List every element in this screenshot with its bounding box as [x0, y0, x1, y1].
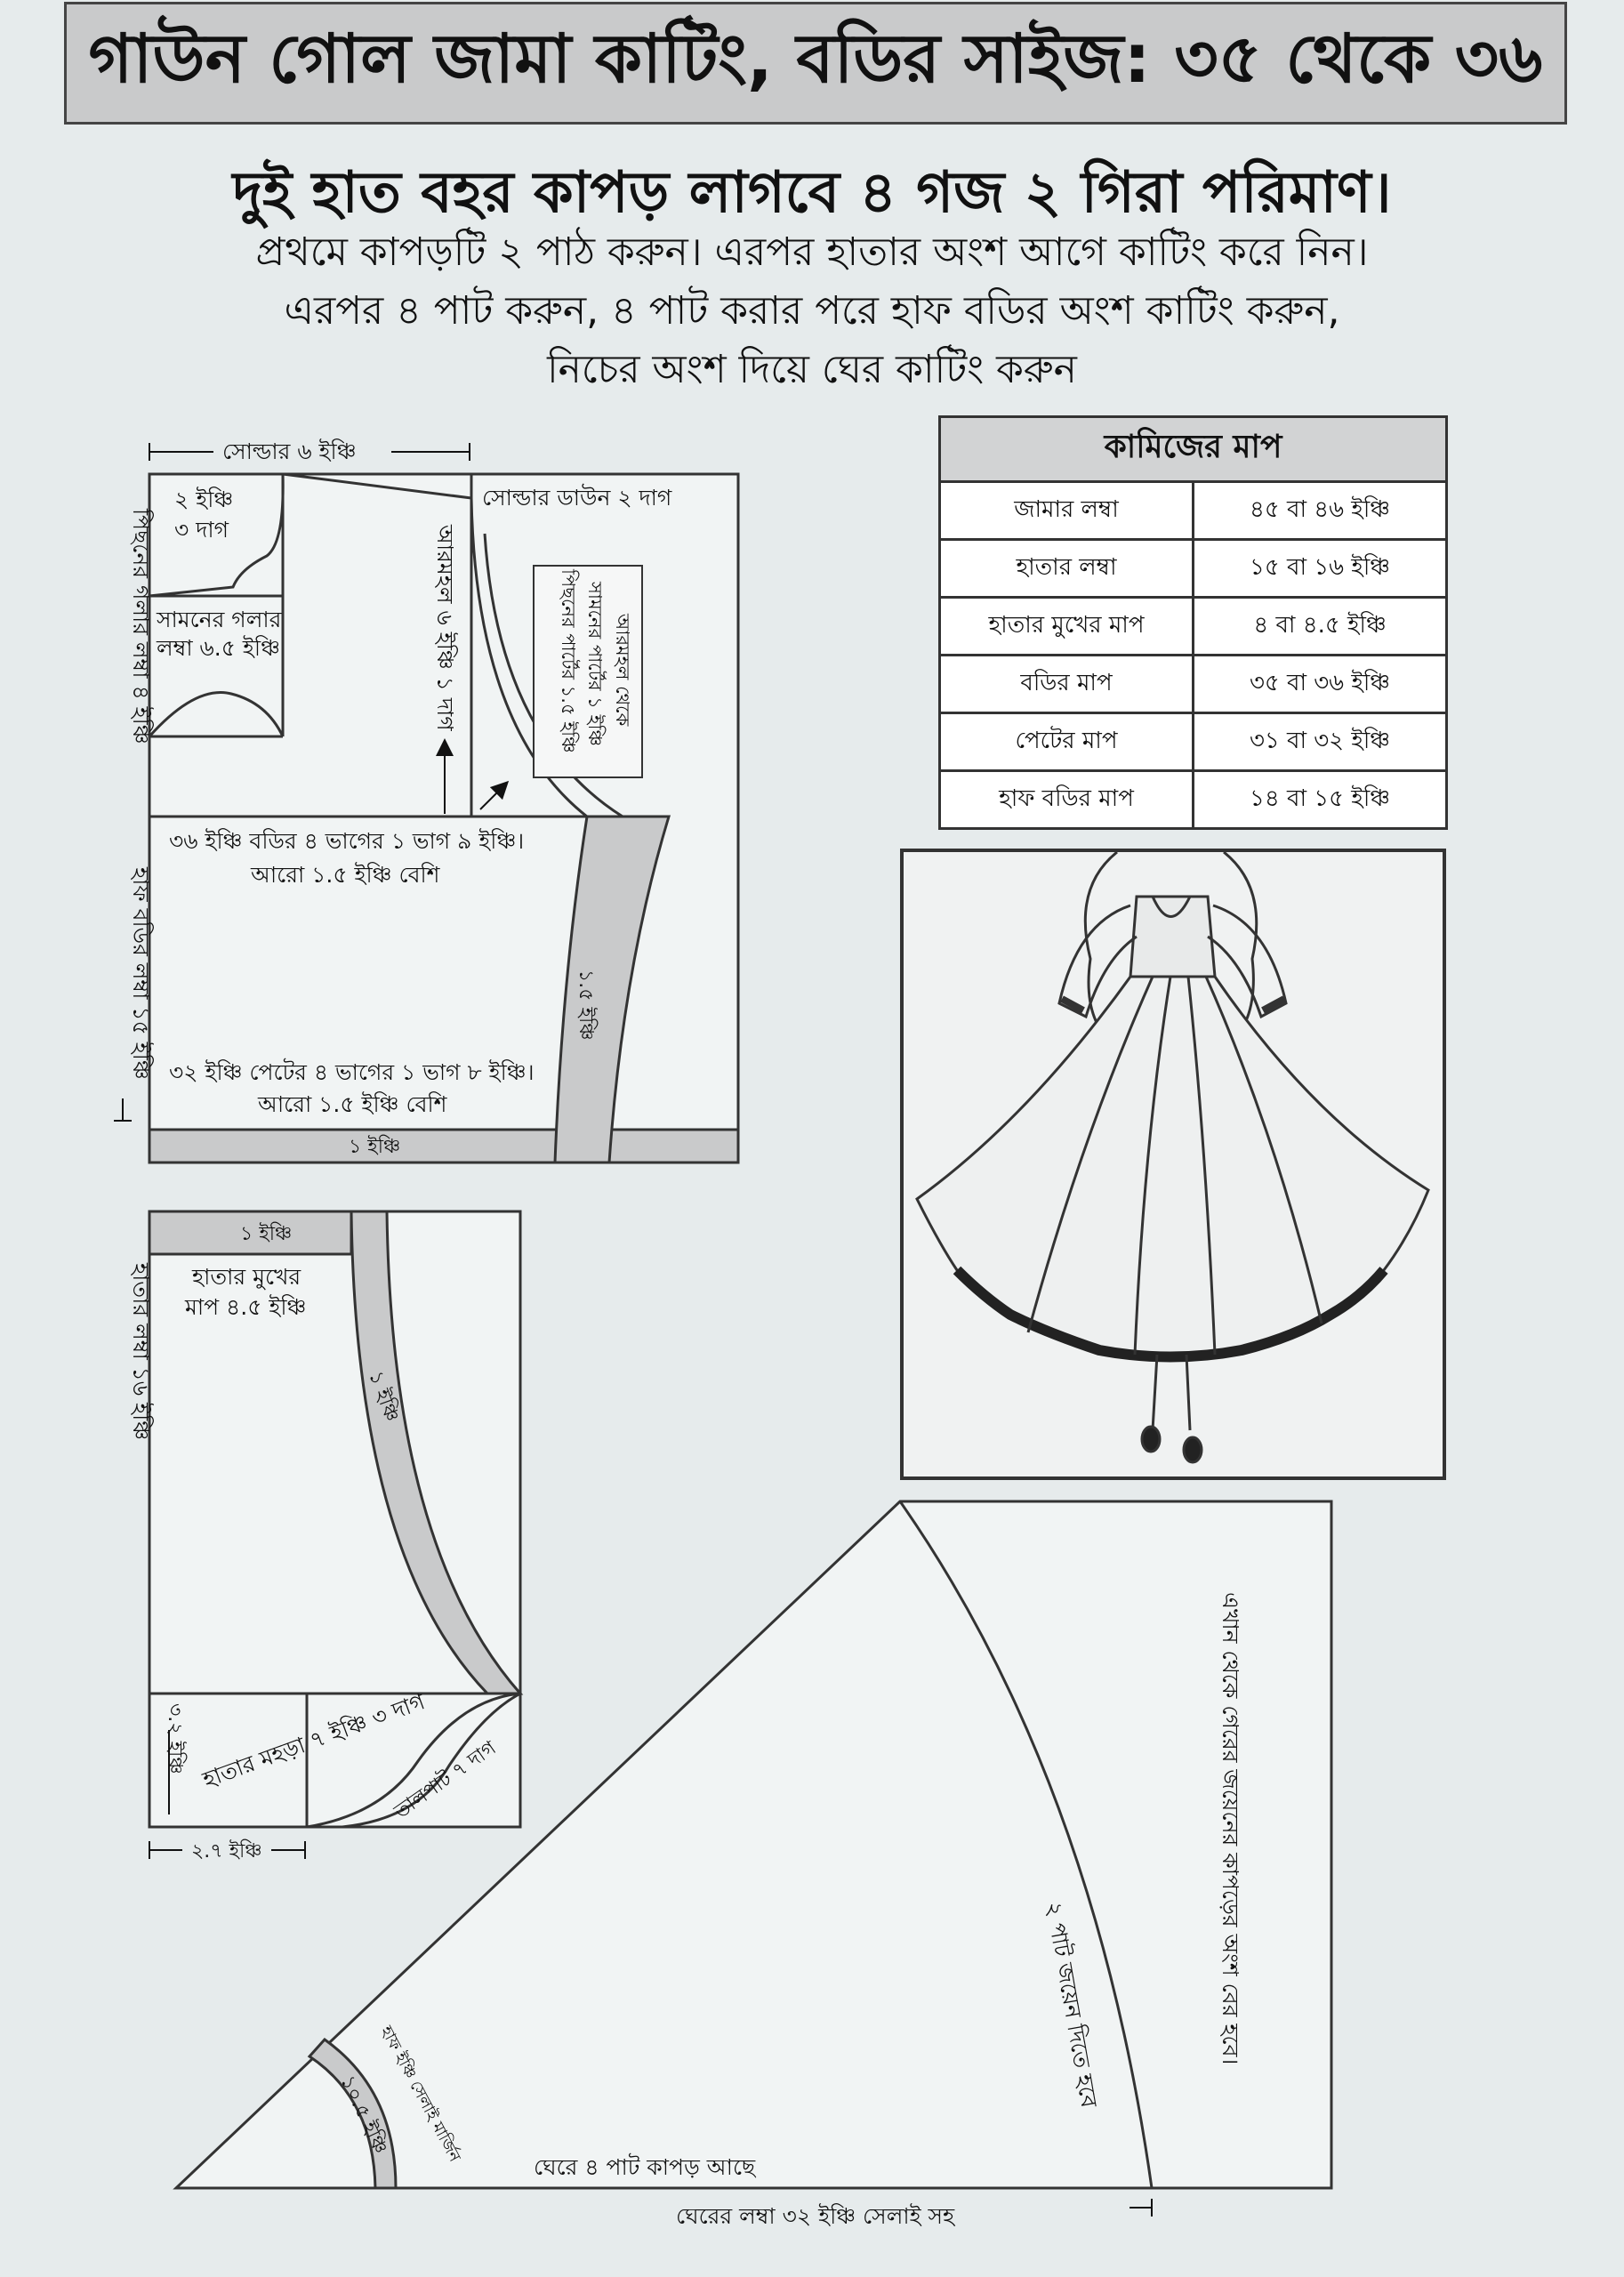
row-value: ১৪ বা ১৫ ইঞ্চি — [1192, 769, 1448, 830]
bodice-bottom-band — [148, 1128, 740, 1164]
gown-sketch — [915, 850, 1430, 1464]
bodice-sketch — [1129, 895, 1217, 978]
table-title: কামিজের মাপ — [938, 415, 1448, 483]
sleeve-sketch-right — [1207, 904, 1288, 1019]
gown-illustration — [900, 849, 1446, 1480]
front-neck-label: সামনের গলার লম্বা ৬.৫ ইঞ্চি — [156, 607, 288, 661]
row-label: হাফ বডির মাপ — [938, 769, 1194, 830]
title-box: গাউন গোল জামা কাটিং, বডির সাইজ: ৩৫ থেকে … — [64, 2, 1567, 125]
instruction-line-3: নিচের অংশ দিয়ে ঘের কাটিং করুন — [547, 347, 1077, 392]
table-header-row: কামিজের মাপ — [938, 415, 1448, 483]
row-label: পেটের মাপ — [938, 712, 1194, 772]
instruction-line-2: এরপর ৪ পাট করুন, ৪ পাট করার পরে হাফ বডির… — [284, 288, 1340, 334]
front-neck-line: সামনের গলার — [156, 607, 283, 632]
neck-depth-line: ৩ দাগ — [174, 517, 229, 543]
waist-label: ৩২ ইঞ্চি পেটের ৪ ভাগের ১ ভাগ ৮ ইঞ্চি। — [169, 1058, 535, 1085]
legs-sketch — [1151, 1354, 1192, 1431]
sleeve-top-allowance-label: ১ ইঞ্চি — [240, 1222, 292, 1245]
row-label: বডির মাপ — [938, 654, 1194, 714]
bodice-pattern — [148, 472, 740, 1164]
chest-label: ৩৬ ইঞ্চি বডির ৪ ভাগের ১ ভাগ ৯ ইঞ্চি। — [169, 828, 524, 854]
armhole-note-box — [533, 565, 643, 778]
row-value: ৪ বা ৪.৫ ইঞ্চি — [1192, 596, 1448, 656]
sleeve-cuff-line: মাপ ৪.৫ ইঞ্চি — [184, 1294, 306, 1320]
instruction-line-1: প্রথমে কাপড়টি ২ পাঠ করুন। এরপর হাতার অং… — [255, 229, 1369, 275]
armhole-note-1: আরমহল থেকে — [612, 613, 633, 727]
bottom-allowance-label: ১ ইঞ্চি — [349, 1135, 400, 1158]
front-neck-curve — [149, 473, 285, 598]
skirt-fold-line — [898, 1501, 1154, 2189]
skirt-length-label: ঘেরের লম্বা ৩২ ইঞ্চি সেলাই সহ — [676, 2203, 956, 2229]
back-neck-curve — [148, 691, 285, 738]
skirt-pattern — [173, 1500, 1333, 2190]
bicep-depth-label: ৩.২ ইঞ্চি — [164, 1703, 187, 1774]
sleeve-cuff-label: হাতার মুখের মাপ ৪.৫ ইঞ্চি — [184, 1264, 308, 1320]
armhole-note-2: সামনের পার্টের ১ ইঞ্চি — [584, 581, 607, 746]
row-value: ৩৫ বা ৩৬ ইঞ্চি — [1192, 654, 1448, 714]
armhole-curve-outer — [470, 497, 588, 818]
skirt-bottom-note: ঘেরে ৪ পাট কাপড় আছে — [534, 2153, 757, 2180]
armhole-curve-inner — [483, 533, 623, 818]
page-title: গাউন গোল জামা কাটিং, বডির সাইজ: ৩৫ থেকে … — [88, 18, 1543, 98]
shoulder-width-label: সোল্ডার ৬ ইঞ্চি — [222, 439, 357, 464]
neck-depth-line: ২ ইঞ্চি — [174, 487, 233, 512]
shoulder-slope — [282, 472, 472, 500]
row-label: হাতার লম্বা — [938, 538, 1194, 599]
sleeve-cuff-line: হাতার মুখের — [191, 1264, 301, 1291]
row-label: হাতার মুখের মাপ — [938, 596, 1194, 656]
fabric-requirement: দুই হাত বহর কাপড় লাগবে ৪ গজ ২ গিরা পরিম… — [232, 160, 1392, 226]
sleeve-cap-curve-1 — [306, 1692, 521, 1829]
bodice-side-seam-band — [553, 815, 671, 1164]
sleeve-outline — [148, 1210, 522, 1829]
armhole-note-3: পিছনের পার্টের ১.৫ ইঞ্চি — [558, 568, 580, 753]
waist-extra-label: আরো ১.৫ ইঞ্চি বেশি — [257, 1091, 448, 1117]
row-value: ৩১ বা ৩২ ইঞ্চি — [1192, 712, 1448, 772]
sleeve-pattern — [148, 1210, 524, 1829]
sleeve-width-label: ২.৭ ইঞ্চি — [191, 1839, 262, 1863]
skirt-waist-band — [307, 2037, 398, 2190]
armhole-label: আরমহল ৬ ইঞ্চি ১ দাগ — [432, 524, 458, 731]
skirt-side-note: এখান থেকে গেরের জয়েনের কাপড়ের অংশ বের … — [1218, 1592, 1243, 2064]
row-value: ১৫ বা ১৬ ইঞ্চি — [1192, 538, 1448, 599]
chest-extra-label: আরো ১.৫ ইঞ্চি বেশি — [250, 862, 441, 888]
neck-depth-label: ২ ইঞ্চি ৩ দাগ — [174, 487, 240, 543]
sleeve-length-label: হাতার লম্বা ১৬ ইঞ্চি — [128, 1262, 154, 1440]
table-row: জামার লম্বা৪৫ বা ৪৬ ইঞ্চি — [938, 480, 1448, 541]
table-row: হাতার লম্বা১৫ বা ১৬ ইঞ্চি — [938, 538, 1448, 599]
side-allowance-label: ১.৫ ইঞ্চি — [575, 970, 598, 1041]
front-neck-line: লম্বা ৬.৫ ইঞ্চি — [156, 635, 280, 661]
row-value: ৪৫ বা ৪৬ ইঞ্চি — [1192, 480, 1448, 541]
row-label: জামার লম্বা — [938, 480, 1194, 541]
sleeve-sketch-left — [1057, 904, 1138, 1019]
skirt-outline — [173, 1500, 1333, 2190]
measurement-table: কামিজের মাপ জামার লম্বা৪৫ বা ৪৬ ইঞ্চি হা… — [938, 415, 1448, 830]
shoulder-down-label: সোল্ডার ডাউন ২ দাগ — [482, 484, 672, 511]
sleeve-cap-curve-2 — [342, 1692, 521, 1829]
half-body-length-label: হাফ বডির লম্বা ১৫ ইঞ্চি — [128, 866, 154, 1080]
back-neck-label: পিছনের গলার লম্বা ৪ ইঞ্চি — [128, 508, 154, 744]
sleeve-top-band — [148, 1210, 353, 1256]
